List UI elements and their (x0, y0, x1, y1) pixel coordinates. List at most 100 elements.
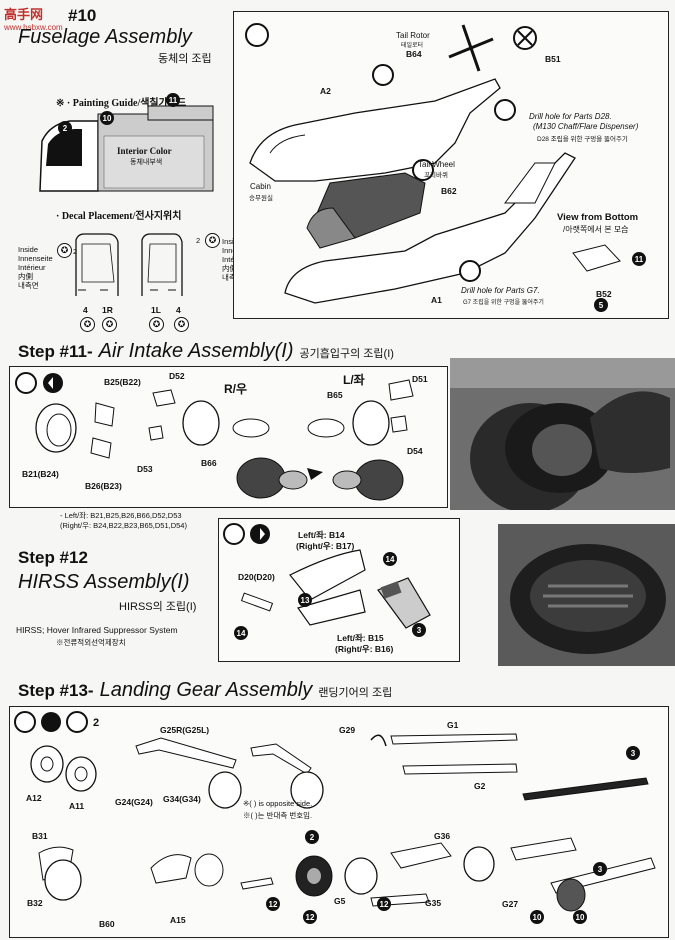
part-g34: G34(G34) (163, 794, 201, 804)
drill-d28-ko: D28 조립을 위한 구멍을 뚫어주기 (537, 136, 628, 143)
part-d51: D51 (412, 374, 428, 384)
part-b31: B31 (32, 831, 48, 841)
callout-10: 10 (100, 111, 114, 125)
step13-title: Landing Gear Assembly (99, 679, 313, 701)
callout-11b: 11 (632, 252, 646, 266)
part-b21: B21(B24) (22, 469, 59, 479)
drill-g7-text: Drill hole for Parts G7. (461, 286, 540, 295)
label-tail-rotor: Tail Rotor (396, 31, 430, 40)
decal-star-icon: ✪ (80, 317, 95, 332)
step12-number: Step #12 (18, 548, 88, 567)
part-d53: D53 (137, 464, 153, 474)
callout-10: 10 (530, 910, 544, 924)
label-a1: A1 (431, 295, 442, 305)
left-side-label: L/좌 (343, 373, 365, 387)
step13-header: Step #13- Landing Gear Assembly 랜딩기어의 조립 (18, 679, 392, 702)
decal-star-icon: ✪ (149, 317, 164, 332)
callout-3: 3 (412, 623, 426, 637)
decal-star-icon: ✪ (102, 317, 117, 332)
label-b62: B62 (441, 186, 457, 196)
part-g27: G27 (502, 899, 519, 909)
part-b65: B65 (327, 390, 343, 400)
callout-5: 5 (594, 298, 608, 312)
part-d52: D52 (169, 371, 185, 381)
step10-title: Fuselage Assembly (18, 26, 192, 48)
decal-star-icon: ✪ (174, 317, 189, 332)
right-side-label: R/우 (224, 382, 248, 396)
part-b14: Left/좌: B14 (298, 530, 345, 540)
part-a15: A15 (170, 915, 186, 925)
drill-g7-ko: G7 조립을 위한 구멍을 뚫어주기 (463, 300, 544, 306)
callout-11: 11 (166, 93, 180, 107)
part-g36: G36 (434, 831, 451, 841)
part-d20: D20(D20) (238, 572, 275, 582)
label-tail-rotor-ko: 테일로터 (401, 43, 424, 49)
step10-title-ko: 동체의 조립 (158, 53, 212, 65)
part-b32: B32 (27, 898, 43, 908)
drill-d28-text: Drill hole for Parts D28. (529, 112, 612, 121)
callout-2: 2 (58, 121, 72, 135)
label-cabin-ko: 승무원실 (249, 195, 273, 202)
interior-color-label: Interior Color (117, 146, 172, 156)
part-a12: A12 (26, 793, 42, 803)
part-g1: G1 (447, 720, 459, 730)
step13-paint-2: 2 (93, 717, 100, 729)
fuselage-drawing (245, 23, 621, 304)
step11-legend-right: (Right/우: B24,B22,B23,B65,D51,D54) (60, 521, 187, 530)
part-b60: B60 (99, 919, 115, 929)
painting-guide-drawing (39, 105, 214, 192)
landing-gear-drawing (14, 711, 656, 912)
air-intake-photo (450, 358, 675, 510)
callout-12c: 12 (377, 897, 391, 911)
label-b51: B51 (545, 54, 561, 64)
step11-header: Step #11- Air Intake Assembly(I) 공기흡입구의 … (18, 340, 394, 363)
step12-desc-ko: ※전류적외선억제장치 (56, 638, 126, 647)
interior-color-ko: 동체내부색 (130, 159, 163, 166)
label-b52: B52 (596, 289, 612, 299)
callout-14: 14 (383, 552, 397, 566)
decal-2-right: 2 (196, 236, 201, 245)
callout-10b: 10 (573, 910, 587, 924)
part-b15: Left/좌: B15 (337, 633, 384, 643)
step12-title: HIRSS Assembly(I) (18, 571, 190, 593)
hirss-drawing (223, 523, 431, 629)
painting-guide-label: ※ · Painting Guide/색칠가이드 (56, 98, 187, 109)
step13-title-ko: 랜딩기어의 조립 (318, 687, 393, 699)
callout-3b: 3 (593, 862, 607, 876)
step12-title-ko: HIRSS의 조립(I) (119, 601, 197, 613)
decal-star-icon: ✪ (205, 233, 220, 248)
callout-2: 2 (305, 830, 319, 844)
callout-12b: 12 (303, 910, 317, 924)
decal-window-drawing (75, 233, 183, 296)
part-g24: G24(G24) (115, 797, 153, 807)
decal-star-icon: ✪ (57, 243, 72, 258)
step11-number: Step #11- (18, 342, 93, 361)
decal-num-4: 4 (83, 305, 88, 315)
drill-d28-text2: (M130 Chaff/Flare Dispenser) (533, 122, 639, 131)
step11-title-ko: 공기흡입구의 조립(I) (299, 348, 394, 360)
label-tail-wheel-ko: 꼬리바퀴 (424, 172, 448, 179)
callout-12: 12 (266, 897, 280, 911)
part-d54: D54 (407, 446, 423, 456)
view-bottom-title: View from Bottom (557, 212, 639, 223)
hirss-photo (498, 524, 675, 666)
label-tail-wheel: Tail Wheel (418, 160, 455, 169)
callout-13: 13 (298, 593, 312, 607)
part-a11: A11 (69, 801, 85, 811)
step10-number: #10 (68, 6, 97, 25)
air-intake-drawing (15, 372, 414, 501)
step13-number: Step #13- (18, 681, 94, 700)
part-g2: G2 (474, 781, 486, 791)
opposite-note: ※( ) is opposite side. (243, 799, 313, 808)
part-b17: (Right/우: B17) (296, 541, 355, 551)
decal-num-1l: 1L (151, 305, 161, 315)
part-g35: G35 (425, 898, 442, 908)
watermark-logo: 高手网 www.hsbxw.com (4, 7, 63, 32)
part-b26: B26(B23) (85, 481, 122, 491)
decal-num-4b: 4 (176, 305, 181, 315)
label-a2: A2 (320, 86, 331, 96)
step12-desc: HIRSS; Hover Infrared Suppressor System (16, 625, 178, 635)
opposite-note-ko: ※( )는 반대측 번호임. (243, 811, 313, 820)
view-bottom-ko: /아랫쪽에서 본 모습 (563, 225, 629, 234)
